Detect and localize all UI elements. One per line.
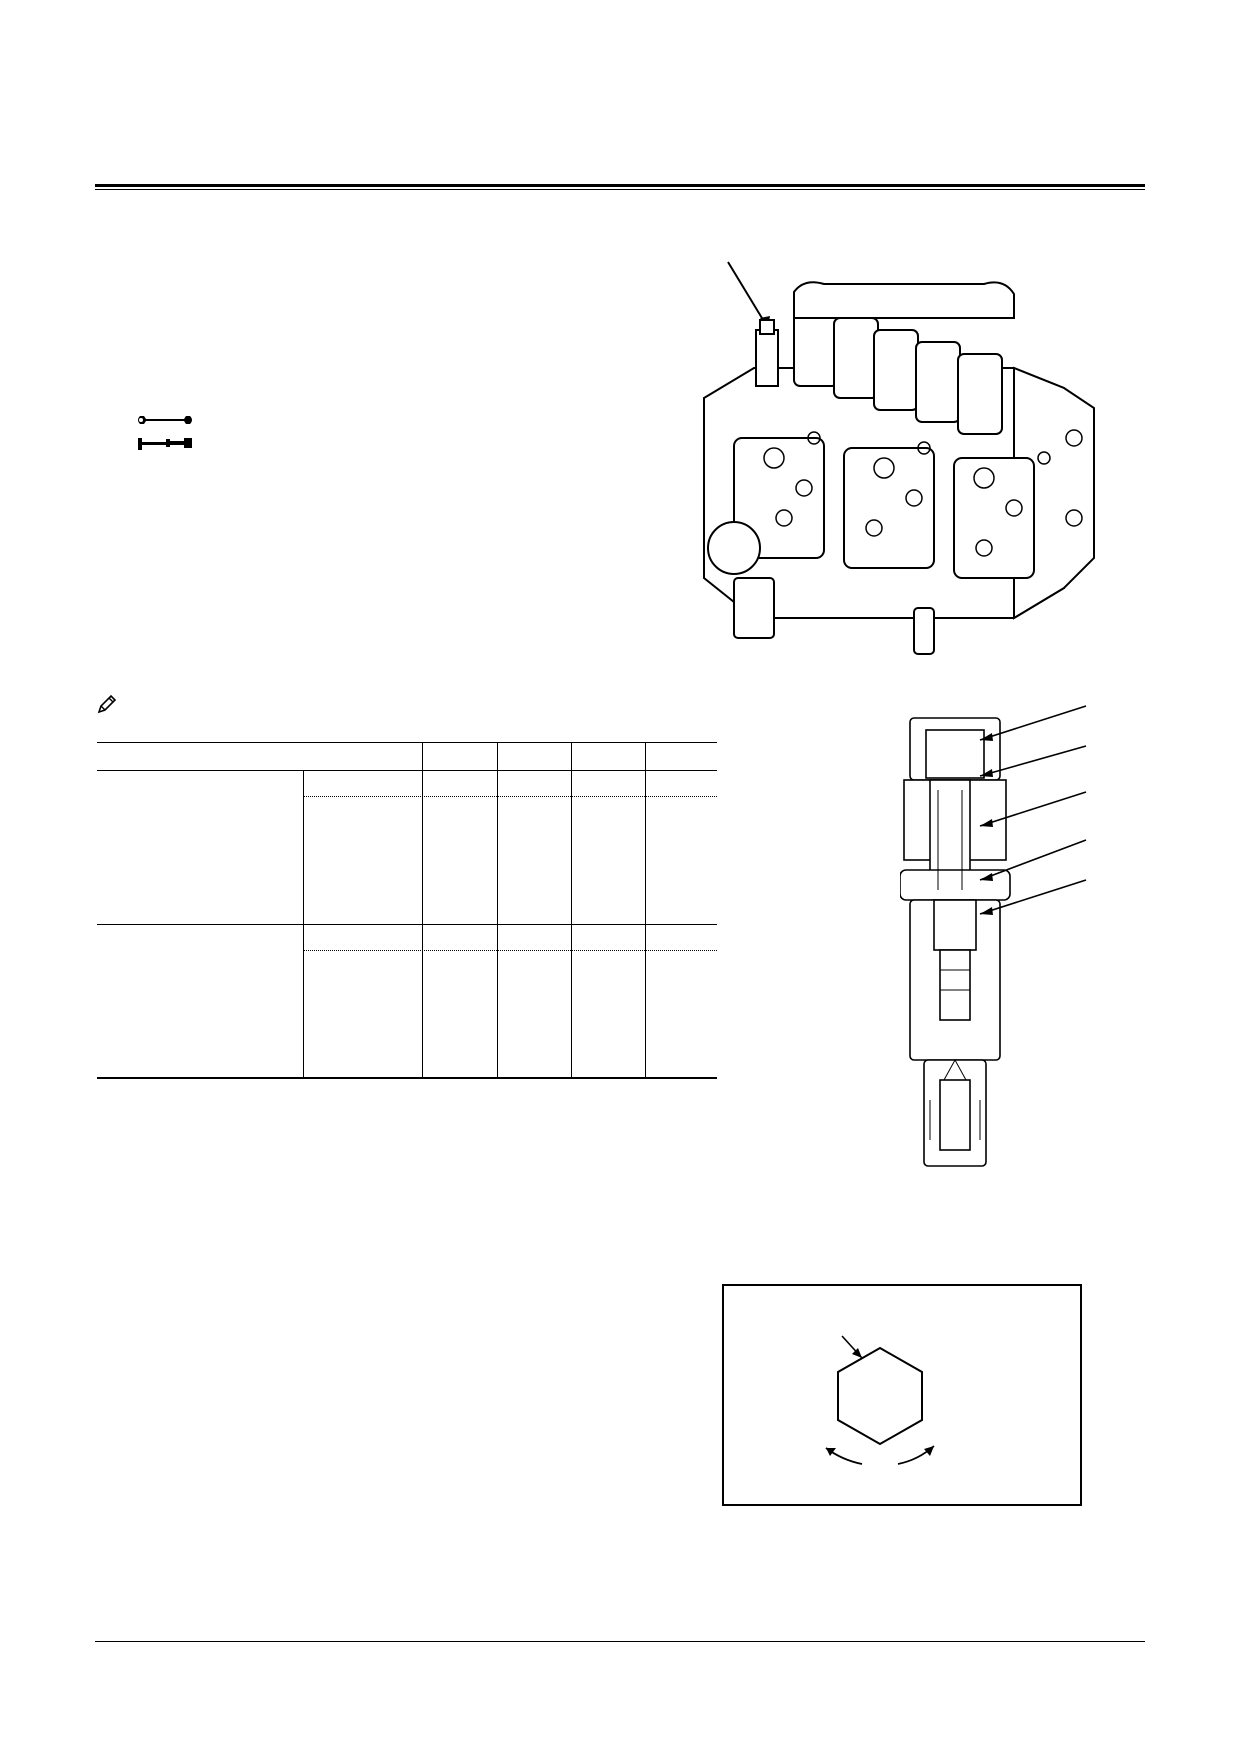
header-rule [95,184,1145,190]
wrench-icon [136,410,194,430]
pencil-note-icon [95,692,119,716]
table-col-divider-1 [303,770,304,1078]
torque-wrench-icon [136,434,196,452]
table-rule-top [97,742,717,743]
relief-valve-cross-section [900,700,1090,1180]
table-rule-dotted-2 [303,950,717,951]
footer-rule [95,1641,1145,1642]
table-rule-mid [97,924,717,925]
table-rule-dotted-1 [303,796,717,797]
table-col-divider-2 [422,742,423,1078]
table-rule-bottom [97,1077,717,1079]
hex-adjuster-rotation-diagram [722,1284,1082,1506]
table-col-divider-3 [497,742,498,1078]
control-valve-drawing [684,258,1100,658]
table-col-divider-5 [645,742,646,1078]
spec-table [97,742,717,1079]
table-col-divider-4 [571,742,572,1078]
table-rule-header [97,770,717,771]
